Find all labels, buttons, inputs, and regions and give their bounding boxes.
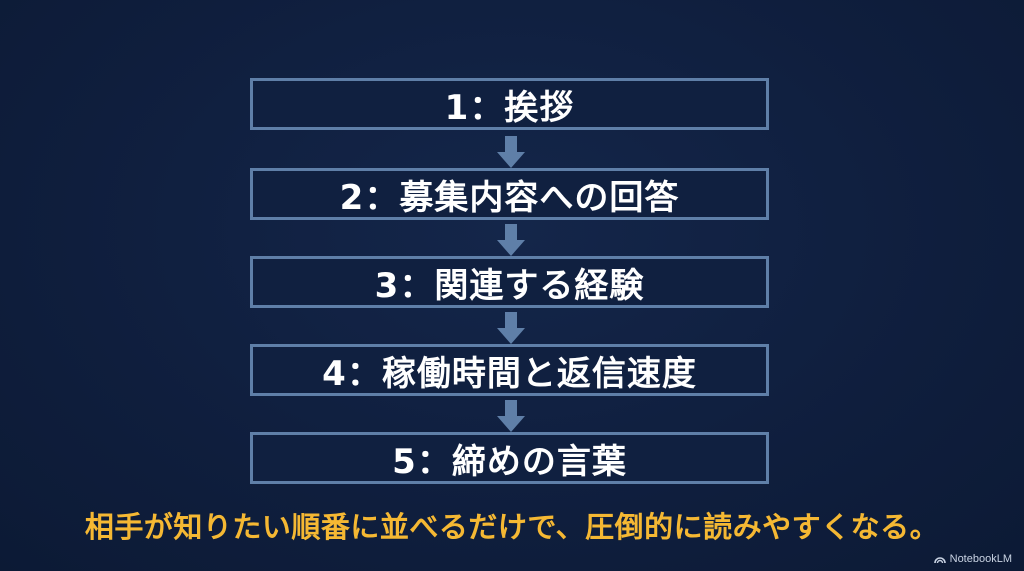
step-label-5: 5：締めの言葉 <box>392 441 627 482</box>
watermark: NotebookLM <box>933 553 1012 565</box>
step-box-2: 2：募集内容への回答 <box>250 168 769 220</box>
down-arrow-icon <box>497 312 525 346</box>
step-label-4: 4：稼働時間と返信速度 <box>322 353 697 394</box>
flowchart: 1：挨拶 2：募集内容への回答 3：関連する経験 4：稼働時間と返信速度 5：締… <box>250 78 775 488</box>
down-arrow-icon <box>497 136 525 170</box>
watermark-text: NotebookLM <box>949 553 1012 565</box>
step-label-1: 1：挨拶 <box>444 87 575 128</box>
step-box-5: 5：締めの言葉 <box>250 432 769 484</box>
step-box-3: 3：関連する経験 <box>250 256 769 308</box>
step-box-4: 4：稼働時間と返信速度 <box>250 344 769 396</box>
step-label-3: 3：関連する経験 <box>374 265 645 306</box>
step-label-2: 2：募集内容への回答 <box>339 177 680 218</box>
notebooklm-logo-icon <box>933 554 946 564</box>
down-arrow-icon <box>497 224 525 258</box>
caption: 相手が知りたい順番に並べるだけで、圧倒的に読みやすくなる。 <box>84 510 940 544</box>
down-arrow-icon <box>497 400 525 434</box>
step-box-1: 1：挨拶 <box>250 78 769 130</box>
